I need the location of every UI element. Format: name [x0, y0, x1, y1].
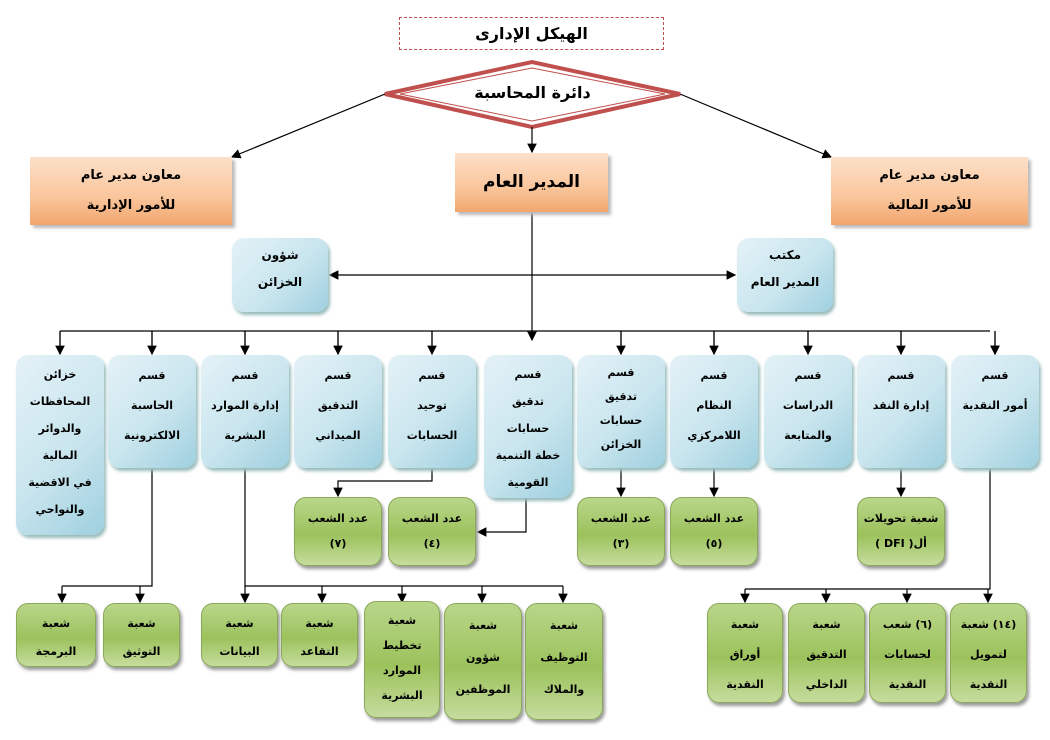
branch-count-box: عدد الشعب (٤) — [388, 497, 476, 566]
unit-box: شعبة تخطيط الموارد البشرية — [364, 601, 440, 718]
branch-count-box: عدد الشعب (٣) — [577, 497, 665, 566]
chart-title: الهيكل الإدارى — [399, 17, 664, 50]
section-box: قسم توحيد الحسابات — [388, 355, 476, 468]
unit-box: شعبة التوثيق — [103, 603, 180, 667]
section-box: قسم التدقيق الميداني — [294, 355, 382, 468]
unit-box: شعبة أوراق النقدية — [707, 603, 783, 703]
accounting-department-label: دائرة المحاسبة — [474, 83, 591, 102]
unit-box: شعبة التقاعد — [281, 603, 358, 667]
branch-count-box: عدد الشعب (٧) — [294, 497, 382, 566]
dfi-unit-box: شعبة تحويلات أل( DFI ) — [857, 497, 945, 566]
section-box: خزائن المحافظات والدوائر المالية في الاق… — [16, 355, 104, 535]
unit-box: شعبة البيانات — [201, 603, 278, 667]
unit-box: (٦) شعب لحسابات النقدية — [869, 603, 946, 703]
branch-count-box: عدد الشعب (٥) — [670, 497, 758, 566]
unit-box: شعبة شؤون الموظفين — [444, 603, 522, 720]
unit-box: شعبة التدقيق الداخلي — [788, 603, 865, 703]
unit-box: شعبة التوظيف والملاك — [525, 603, 603, 720]
deputy-admin-box: معاون مدير عام للأمور الإدارية — [30, 157, 232, 225]
gm-office-box: مكتب المدير العام — [737, 238, 833, 312]
section-box: قسم أمور النقدية — [951, 355, 1039, 468]
section-box: قسم الدراسات والمتابعة — [764, 355, 852, 468]
unit-box: (١٤) شعبة لتمويل النقدية — [950, 603, 1027, 703]
section-box: قسم إدارة النقد — [857, 355, 945, 468]
unit-box: شعبة البرمجة — [16, 603, 96, 667]
section-box: قسم تدقيق حسابات خطة التنمية القومية — [484, 355, 572, 498]
section-box: قسم النظام اللامركزي — [670, 355, 758, 468]
treasury-affairs-box: شؤون الخزائن — [232, 238, 328, 312]
section-box: قسم الحاسبة الالكترونية — [108, 355, 196, 468]
general-manager-box: المدير العام — [455, 153, 608, 212]
section-box: قسم إدارة الموارد البشرية — [201, 355, 289, 468]
section-box: قسم تدقيق حسابات الخزائن — [577, 355, 665, 468]
deputy-finance-box: معاون مدير عام للأمور المالية — [831, 157, 1028, 225]
